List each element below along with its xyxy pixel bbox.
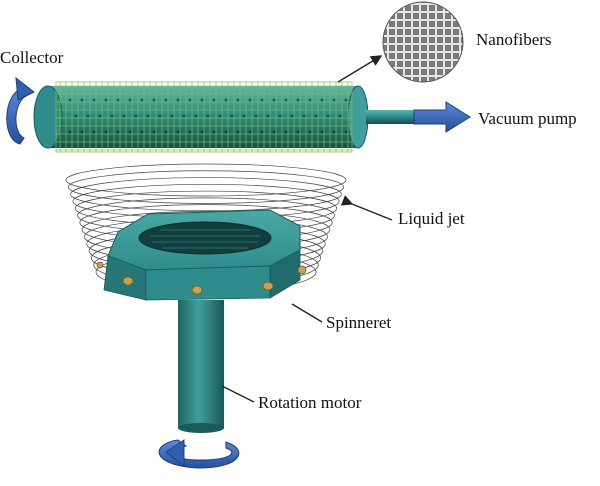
rotation-motor-leader-line xyxy=(222,386,254,402)
liquid-jet-label: Liquid jet xyxy=(398,209,465,228)
outlet-tube xyxy=(366,110,414,124)
liquid-jet-leader-line xyxy=(352,204,392,220)
vacuum-pump-arrow xyxy=(414,102,470,132)
spinneret-leader-line xyxy=(292,304,322,322)
spinneret xyxy=(97,210,306,300)
vacuum-pump-label: Vacuum pump xyxy=(478,109,577,128)
motor-rotation-arrow-icon xyxy=(159,440,239,468)
collector-label: Collector xyxy=(0,48,64,67)
nanofibers-inset xyxy=(380,0,470,86)
rotation-motor-shaft xyxy=(178,300,224,433)
nanofibers-leader-line xyxy=(338,56,381,82)
nanofibers-label: Nanofibers xyxy=(476,30,552,49)
rotation-motor-label: Rotation motor xyxy=(258,393,362,412)
collector-rotation-arrow-icon xyxy=(7,78,34,144)
spinneret-label: Spinneret xyxy=(326,313,391,332)
